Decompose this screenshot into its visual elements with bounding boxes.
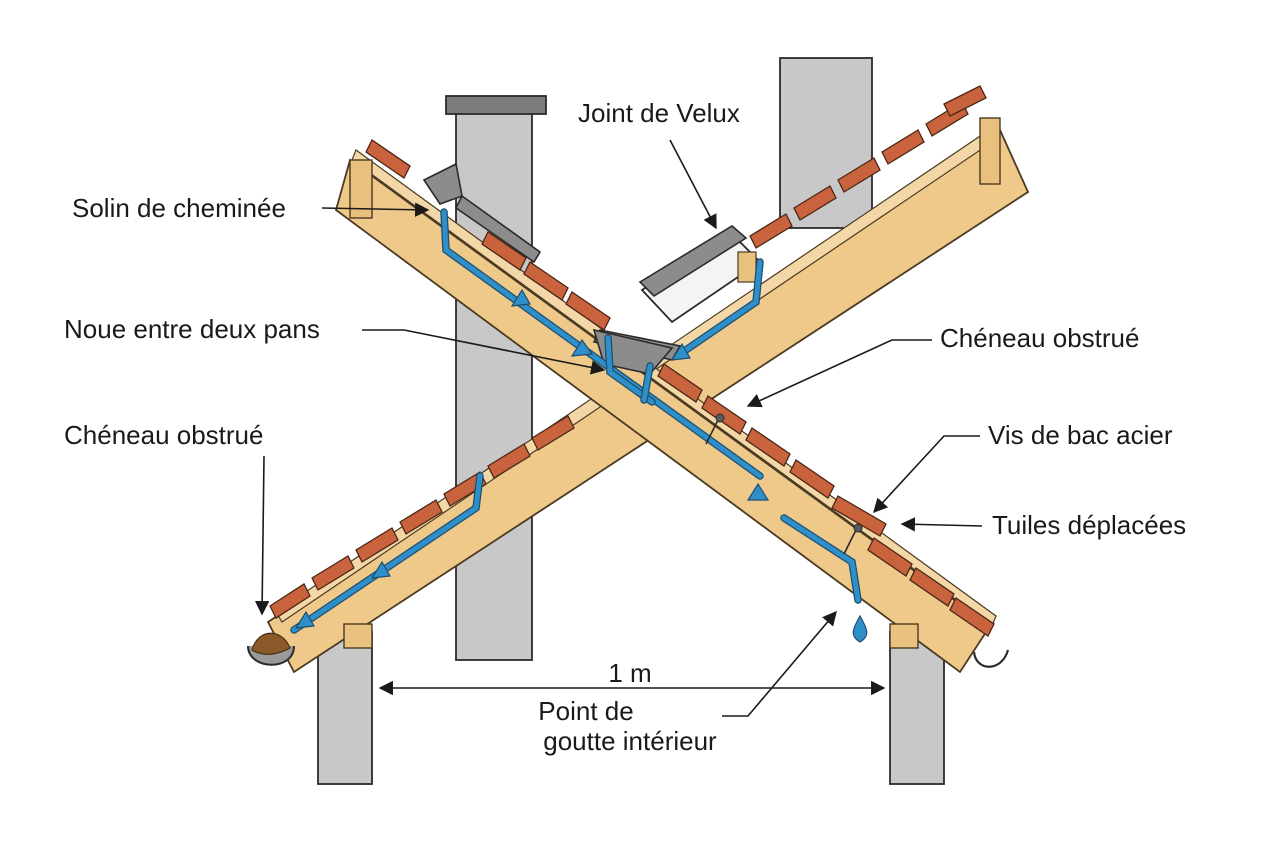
gutter-left — [247, 632, 295, 666]
leader-solin — [321, 202, 430, 217]
label-point-line2: goutte intérieur — [543, 726, 717, 756]
label-cheneau-right: Chéneau obstrué — [940, 323, 1139, 353]
label-cheneau-left: Chéneau obstrué — [64, 420, 263, 450]
label-point-line1: Point de — [538, 696, 633, 726]
label-joint-velux: Joint de Velux — [578, 98, 740, 128]
displaced-tile — [831, 495, 887, 537]
support-post-right — [889, 631, 945, 785]
eave-block-left — [343, 623, 373, 649]
label-vis: Vis de bac acier — [988, 420, 1173, 450]
gutter-hook-icon — [972, 649, 1010, 668]
leader-cheneau-left — [254, 455, 270, 616]
label-dimension: 1 m — [608, 658, 651, 688]
support-post-left — [317, 631, 373, 785]
tiles-rising — [269, 85, 987, 619]
leader-tuiles — [900, 517, 983, 532]
debris-icon — [251, 632, 291, 655]
chimney-cap — [445, 95, 547, 115]
label-noue: Noue entre deux pans — [64, 314, 320, 344]
chimney-flashing — [422, 162, 542, 264]
water-drop-icon — [852, 614, 868, 643]
label-tuiles: Tuiles déplacées — [992, 510, 1186, 540]
screw-icon — [843, 523, 863, 555]
leader-noue — [362, 329, 606, 375]
water-flow — [290, 208, 862, 634]
leader-vis — [873, 435, 980, 514]
chimney-left — [445, 95, 547, 661]
leader-cheneau-right — [746, 339, 932, 408]
tiles-descending — [365, 139, 995, 637]
leader-point-goutte — [722, 610, 837, 717]
screw-icon — [705, 413, 725, 445]
label-solin: Solin de cheminée — [72, 193, 286, 223]
eave-block-right — [889, 623, 919, 649]
leader-joint-velux — [669, 139, 717, 230]
